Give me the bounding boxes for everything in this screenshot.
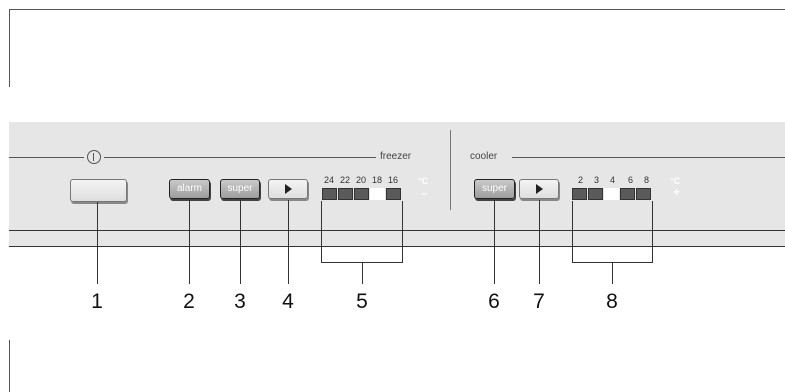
cooler-temp-2: 2 <box>578 175 584 185</box>
freezer-segment <box>354 188 369 200</box>
callout-number-7: 7 <box>533 290 545 313</box>
page-left-edge-lower <box>9 340 10 392</box>
callout-line-1 <box>97 202 98 284</box>
page-top-edge <box>9 9 785 10</box>
cooler-segment <box>620 188 635 200</box>
freezer-temp-16: 16 <box>388 175 399 185</box>
freezer-line-right <box>104 157 376 158</box>
cooler-line <box>512 157 785 158</box>
cooler-temp-3: 3 <box>594 175 600 185</box>
callout-line-4 <box>288 200 289 284</box>
freezer-segment <box>338 188 353 200</box>
callout-line-7 <box>539 200 540 284</box>
freezer-unit: °C <box>418 176 429 186</box>
cooler-label: cooler <box>470 151 498 162</box>
callout-line-5 <box>362 262 363 284</box>
cooler-segment <box>588 188 603 200</box>
cooler-segment-selected <box>604 188 619 200</box>
cooler-segment <box>572 188 587 200</box>
callout-number-3: 3 <box>234 290 246 313</box>
callout-number-6: 6 <box>488 290 500 313</box>
cooler-temp-6: 6 <box>628 175 634 185</box>
freezer-temp-24: 24 <box>324 175 335 185</box>
cooler-unit: °C <box>670 176 681 186</box>
panel-line-lower <box>9 246 785 247</box>
bracket-5-right <box>402 201 403 263</box>
freezer-label: freezer <box>380 151 412 162</box>
callout-line-3 <box>240 200 241 284</box>
control-panel <box>9 122 785 247</box>
callout-number-4: 4 <box>282 290 294 313</box>
freezer-segment <box>322 188 337 200</box>
callout-line-2 <box>189 200 190 284</box>
page-left-edge <box>9 9 10 87</box>
section-divider <box>450 130 451 210</box>
callout-number-2: 2 <box>183 290 195 313</box>
freezer-next-button[interactable] <box>268 179 308 199</box>
callout-number-8: 8 <box>606 290 618 313</box>
bracket-5-left <box>321 201 322 263</box>
cooler-plus-sign: + <box>673 185 681 199</box>
freezer-super-button[interactable]: super <box>220 179 260 199</box>
cooler-next-button[interactable] <box>519 179 559 199</box>
callout-number-5: 5 <box>356 290 368 313</box>
play-icon <box>284 184 292 194</box>
freezer-line-left <box>9 157 84 158</box>
callout-line-8 <box>612 262 613 284</box>
cooler-temp-4: 4 <box>610 175 616 185</box>
bracket-8-left <box>572 201 573 263</box>
freezer-minus-sign: – <box>421 186 428 200</box>
freezer-temp-22: 22 <box>340 175 351 185</box>
cooler-temp-8: 8 <box>644 175 650 185</box>
cooler-segment <box>636 188 651 200</box>
play-icon <box>535 184 543 194</box>
freezer-segment <box>386 188 401 200</box>
callout-line-6 <box>494 200 495 284</box>
cooler-super-button[interactable]: super <box>474 179 515 199</box>
callout-number-1: 1 <box>91 290 103 313</box>
alarm-button[interactable]: alarm <box>169 179 210 199</box>
power-button[interactable] <box>70 179 127 202</box>
power-icon <box>87 150 101 164</box>
bracket-8-right <box>652 201 653 263</box>
freezer-temp-18: 18 <box>372 175 383 185</box>
panel-line-upper <box>9 230 785 231</box>
freezer-temp-20: 20 <box>356 175 367 185</box>
freezer-segment-selected <box>370 188 385 200</box>
